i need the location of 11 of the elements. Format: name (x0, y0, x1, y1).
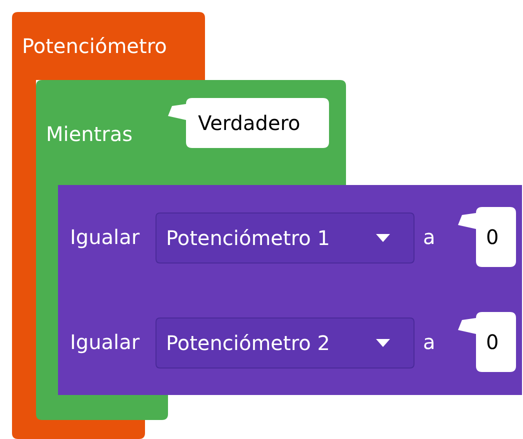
block-label: Mientras (46, 122, 133, 146)
block-label: Igualar (70, 225, 140, 249)
block-label: Potenciómetro (22, 34, 167, 58)
block-label: a (423, 225, 436, 249)
block-label: Igualar (70, 330, 140, 354)
dropdown-value: Potenciómetro 1 (166, 226, 330, 250)
dropdown-value: Potenciómetro 2 (166, 331, 330, 355)
value-text: 0 (486, 225, 499, 249)
block-label: a (423, 330, 436, 354)
value-text: Verdadero (198, 111, 300, 135)
value-text: 0 (486, 330, 499, 354)
